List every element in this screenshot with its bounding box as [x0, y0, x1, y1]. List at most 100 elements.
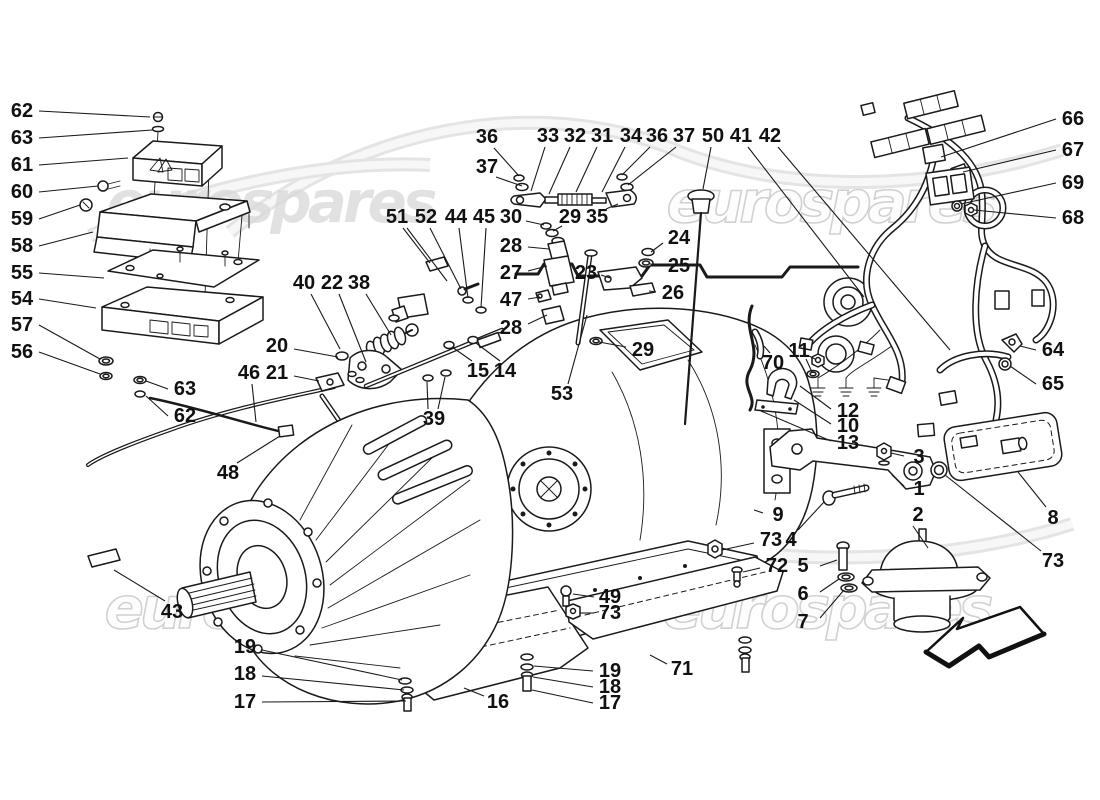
leader-line-28 — [527, 314, 548, 325]
part-label-29: 29 — [559, 206, 581, 228]
grommet-73-inner — [933, 464, 945, 476]
leader-line-6 — [819, 578, 840, 593]
part-label-70: 70 — [762, 352, 784, 374]
part-label-12: 12 — [837, 400, 859, 422]
leader-line-12 — [799, 385, 832, 410]
leader-line-40 — [310, 293, 341, 350]
leader-line-26 — [648, 290, 657, 293]
leader-line-57 — [38, 324, 101, 360]
part-label-54: 54 — [11, 288, 34, 310]
leader-line-42 — [777, 146, 951, 351]
leader-line-67 — [962, 149, 1057, 173]
shift-rod-linkage — [510, 173, 715, 426]
part-label-52: 52 — [415, 206, 437, 228]
part-label-6: 6 — [797, 583, 808, 605]
leader-line-38 — [365, 293, 392, 336]
gearbox-mount-assembly — [763, 428, 991, 633]
part-label-69: 69 — [1062, 172, 1084, 194]
part-label-4: 4 — [785, 529, 797, 551]
part-label-5: 5 — [797, 555, 808, 577]
leader-line-4 — [797, 501, 825, 531]
cover-plate-8 — [943, 411, 1063, 482]
leader-line-29 — [598, 341, 627, 348]
part-label-1: 1 — [913, 478, 924, 500]
part-label-62: 62 — [174, 405, 196, 427]
part-label-14: 14 — [494, 360, 517, 382]
small-fasteners — [398, 539, 752, 712]
leader-line-63 — [145, 380, 169, 390]
part-label-8: 8 — [1047, 507, 1058, 529]
bell-housing — [176, 397, 514, 705]
part-label-62: 62 — [11, 100, 33, 122]
leader-line-62 — [38, 110, 151, 118]
clamp-and-grounds — [751, 328, 903, 415]
part-label-73: 73 — [1042, 550, 1064, 572]
leader-line-72 — [742, 567, 761, 573]
leader-line-10 — [793, 399, 832, 425]
part-label-46: 46 — [238, 362, 260, 384]
ecu-assembly — [79, 111, 264, 398]
part-label-36: 36 — [646, 125, 668, 147]
leader-line-64 — [1019, 345, 1037, 351]
part-label-36: 36 — [476, 126, 498, 148]
part-label-44: 44 — [445, 206, 468, 228]
part-label-47: 47 — [500, 289, 522, 311]
leader-line-31 — [575, 146, 598, 193]
leader-line-65 — [1009, 365, 1037, 385]
part-label-17: 17 — [599, 692, 621, 714]
artwork — [79, 89, 1063, 712]
leader-line-28 — [527, 246, 550, 250]
leader-line-24 — [650, 242, 664, 253]
leader-line-68 — [973, 209, 1057, 219]
leader-line-43 — [113, 569, 166, 602]
leader-line-41 — [747, 146, 865, 298]
part-label-49: 49 — [599, 586, 621, 608]
leader-line-23 — [600, 274, 611, 279]
part-label-66: 66 — [1062, 108, 1084, 130]
leader-line-47 — [527, 296, 541, 300]
part-label-3: 3 — [913, 446, 924, 468]
part-label-37: 37 — [673, 125, 695, 147]
part-label-55: 55 — [11, 262, 33, 284]
part-label-31: 31 — [591, 125, 613, 147]
leader-line-8 — [1017, 471, 1047, 508]
part-label-32: 32 — [564, 125, 586, 147]
part-label-73: 73 — [599, 602, 621, 624]
leader-line-39 — [437, 376, 446, 410]
leader-line-46 — [251, 383, 257, 423]
leader-line-44 — [458, 227, 469, 299]
part-label-67: 67 — [1062, 139, 1084, 161]
leader-line-29 — [552, 225, 563, 232]
leader-line-52 — [429, 227, 462, 290]
leader-line-13 — [760, 410, 832, 442]
part-label-10: 10 — [837, 415, 859, 437]
part-label-38: 38 — [348, 272, 370, 294]
part-label-68: 68 — [1062, 207, 1084, 229]
leader-line-49 — [572, 593, 595, 598]
leader-line-17 — [531, 689, 594, 704]
leader-line-66 — [940, 118, 1057, 158]
part-label-21: 21 — [266, 362, 288, 384]
part-label-18: 18 — [234, 663, 256, 685]
leader-line-69 — [960, 182, 1057, 205]
leader-line-51 — [406, 227, 448, 282]
leader-line-19 — [261, 649, 403, 681]
part-label-61: 61 — [11, 154, 33, 176]
leader-line-18 — [532, 676, 594, 688]
part-label-45: 45 — [473, 206, 495, 228]
leader-line-54 — [38, 298, 97, 309]
part-label-19: 19 — [234, 636, 256, 658]
leader-line-36 — [493, 147, 520, 177]
part-label-2: 2 — [912, 504, 923, 526]
part-label-28: 28 — [500, 235, 522, 257]
part-label-57: 57 — [11, 314, 33, 336]
part-label-7: 7 — [797, 611, 808, 633]
leader-line-18 — [261, 675, 405, 691]
leader-line-30 — [525, 220, 545, 226]
part-label-43: 43 — [161, 601, 183, 623]
shift-lever-cluster — [315, 256, 505, 392]
part-label-63: 63 — [11, 127, 33, 149]
leader-line-20 — [293, 348, 339, 358]
